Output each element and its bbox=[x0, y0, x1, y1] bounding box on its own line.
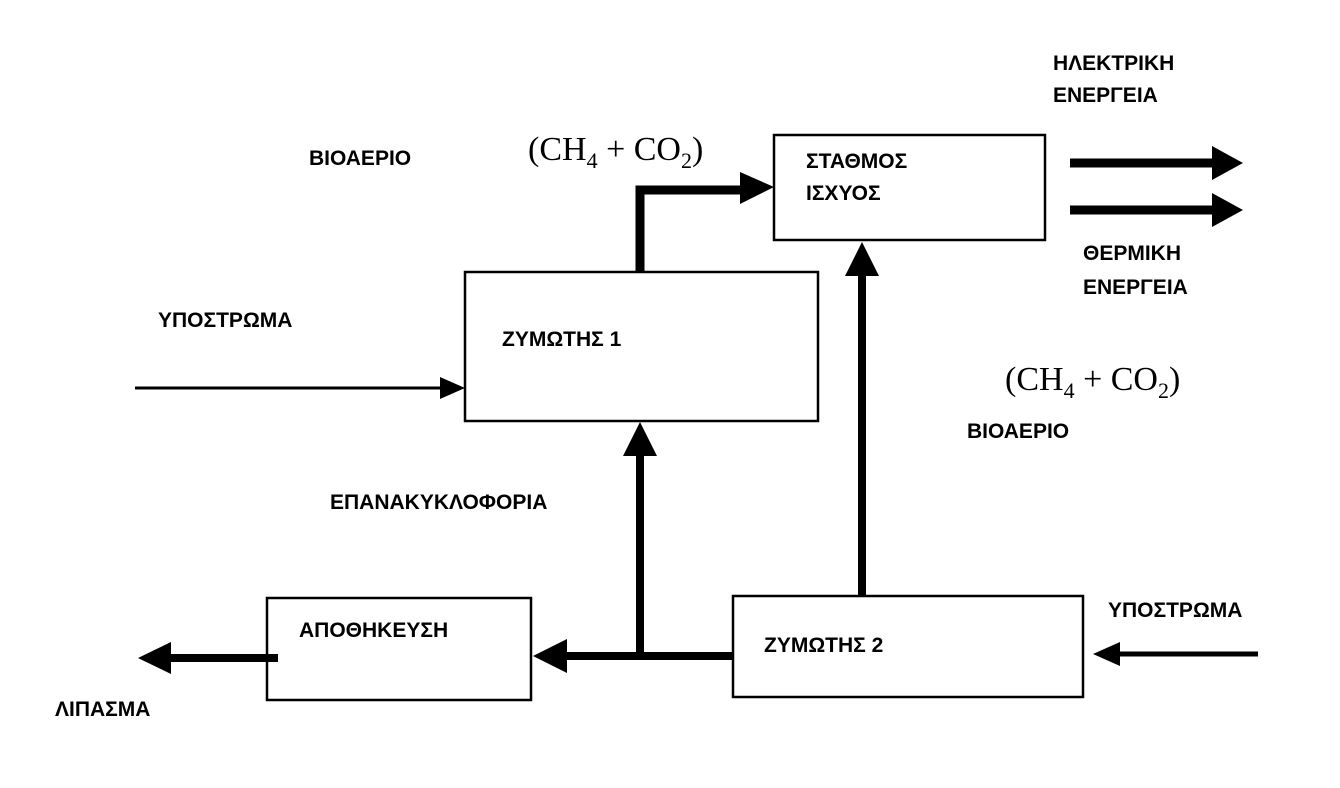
arrow-electric-energy bbox=[1070, 146, 1243, 180]
arrow-fermenter1-to-station bbox=[635, 172, 774, 272]
storage-label: ΑΠΟΘΗΚΕΥΣΗ bbox=[299, 619, 448, 642]
substrate-label-right: ΥΠΟΣΤΡΩΜΑ bbox=[1108, 599, 1242, 622]
formula-right: (CH4 + CO2) bbox=[1005, 361, 1180, 403]
power-station-box: ΣΤΑΘΜΟΣ ΙΣΧΥΟΣ bbox=[772, 133, 1047, 242]
electric-energy-label-1: ΗΛΕΚΤΡΙΚΗ bbox=[1053, 52, 1174, 75]
fertilizer-label: ΛΙΠΑΣΜΑ bbox=[55, 698, 150, 721]
arrow-fermenter2-to-station bbox=[845, 242, 879, 596]
thermal-energy-label-2: ΕΝΕΡΓΕΙΑ bbox=[1083, 276, 1188, 299]
arrow-storage-to-fertilizer bbox=[138, 642, 278, 674]
power-station-label-2: ΙΣΧΥΟΣ bbox=[806, 182, 881, 205]
substrate-label-left: ΥΠΟΣΤΡΩΜΑ bbox=[158, 309, 292, 332]
fermenter1-label: ΖΥΜΩΤΗΣ 1 bbox=[502, 328, 622, 351]
biogas-label-top: ΒΙΟΑΕΡΙΟ bbox=[309, 147, 411, 170]
recirculation-label: ΕΠΑΝΑΚΥΚΛΟΦΟΡΙΑ bbox=[330, 491, 547, 514]
thermal-energy-label-1: ΘΕΡΜΙΚΗ bbox=[1083, 242, 1181, 265]
arrow-thermal-energy bbox=[1070, 193, 1243, 227]
arrow-substrate-to-fermenter1 bbox=[135, 377, 465, 399]
arrow-fermenter2-to-storage bbox=[533, 639, 733, 673]
fermenter2-box: ΖΥΜΩΤΗΣ 2 bbox=[731, 594, 1085, 699]
arrow-recirculation bbox=[623, 422, 657, 658]
biogas-label-right: ΒΙΟΑΕΡΙΟ bbox=[967, 420, 1069, 443]
arrow-substrate-to-fermenter2 bbox=[1093, 642, 1258, 666]
storage-box: ΑΠΟΘΗΚΕΥΣΗ bbox=[265, 596, 533, 702]
electric-energy-label-2: ΕΝΕΡΓΕΙΑ bbox=[1053, 84, 1158, 107]
power-station-label-1: ΣΤΑΘΜΟΣ bbox=[806, 150, 907, 173]
fermenter1-box: ΖΥΜΩΤΗΣ 1 bbox=[463, 270, 820, 423]
formula-top: (CH4 + CO2) bbox=[528, 131, 703, 173]
fermenter2-label: ΖΥΜΩΤΗΣ 2 bbox=[764, 634, 883, 657]
